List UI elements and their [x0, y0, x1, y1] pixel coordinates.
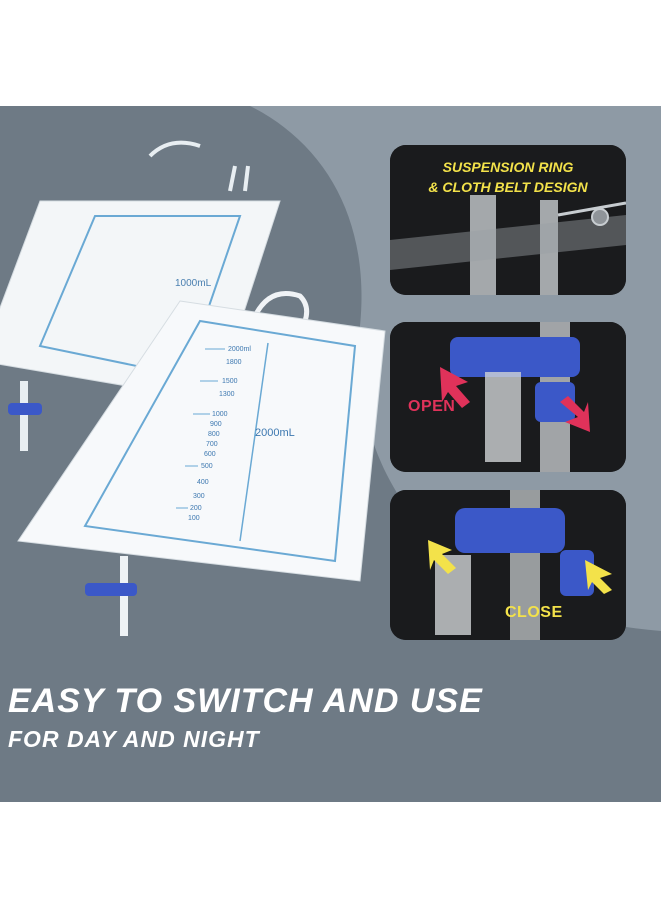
valve-close-photo: [390, 490, 626, 640]
scale-mark: 700: [206, 441, 218, 448]
small-bag-valve: [8, 403, 42, 415]
suspension-ring-panel: SUSPENSION RING & CLOTH BELT DESIGN: [390, 145, 626, 295]
scale-mark: 1000: [212, 411, 228, 418]
scale-mark: 800: [208, 431, 220, 438]
close-label: CLOSE: [505, 604, 563, 621]
valve-open-photo: [390, 322, 626, 472]
scale-mark: 1500: [222, 378, 238, 385]
suspension-ring-photo: [390, 145, 626, 295]
urine-bags-illustration: 1000mL 2000mL 2000ml 1800 1500 1300 1000…: [0, 140, 386, 636]
scale-mark: 300: [193, 493, 205, 500]
close-arrow-icon: [428, 540, 456, 574]
open-arrow-icon: [560, 396, 590, 432]
large-bag: 2000mL 2000ml 1800 1500 1300 1000 900 80…: [17, 291, 386, 636]
scale-mark: 400: [197, 479, 209, 486]
subline: FOR DAY AND NIGHT: [8, 726, 260, 752]
scale-mark: 1300: [219, 391, 235, 398]
scale-mark: 100: [188, 515, 200, 522]
headline: EASY TO SWITCH AND USE: [8, 682, 483, 720]
open-arrow-icon: [440, 367, 470, 408]
scale-mark: 600: [204, 451, 216, 458]
valve-open-panel: OPEN: [390, 322, 626, 472]
large-bag-capacity: 2000mL: [255, 427, 295, 439]
open-label: OPEN: [408, 398, 456, 415]
suspension-title-line1: SUSPENSION RING: [442, 159, 574, 175]
scale-mark: 2000ml: [228, 346, 251, 353]
small-bag-capacity: 1000mL: [175, 278, 212, 289]
suspension-title-line2: & CLOTH BELT DESIGN: [428, 179, 588, 195]
close-arrow-icon: [585, 560, 612, 594]
scale-mark: 200: [190, 505, 202, 512]
scale-mark: 1800: [226, 359, 242, 366]
scale-mark: 500: [201, 463, 213, 470]
scale-mark: 900: [210, 421, 222, 428]
large-bag-valve: [85, 583, 137, 596]
large-bag-scale: 2000ml 1800 1500 1300 1000 900 800 700 6…: [188, 346, 251, 522]
valve-close-panel: CLOSE: [390, 490, 626, 640]
